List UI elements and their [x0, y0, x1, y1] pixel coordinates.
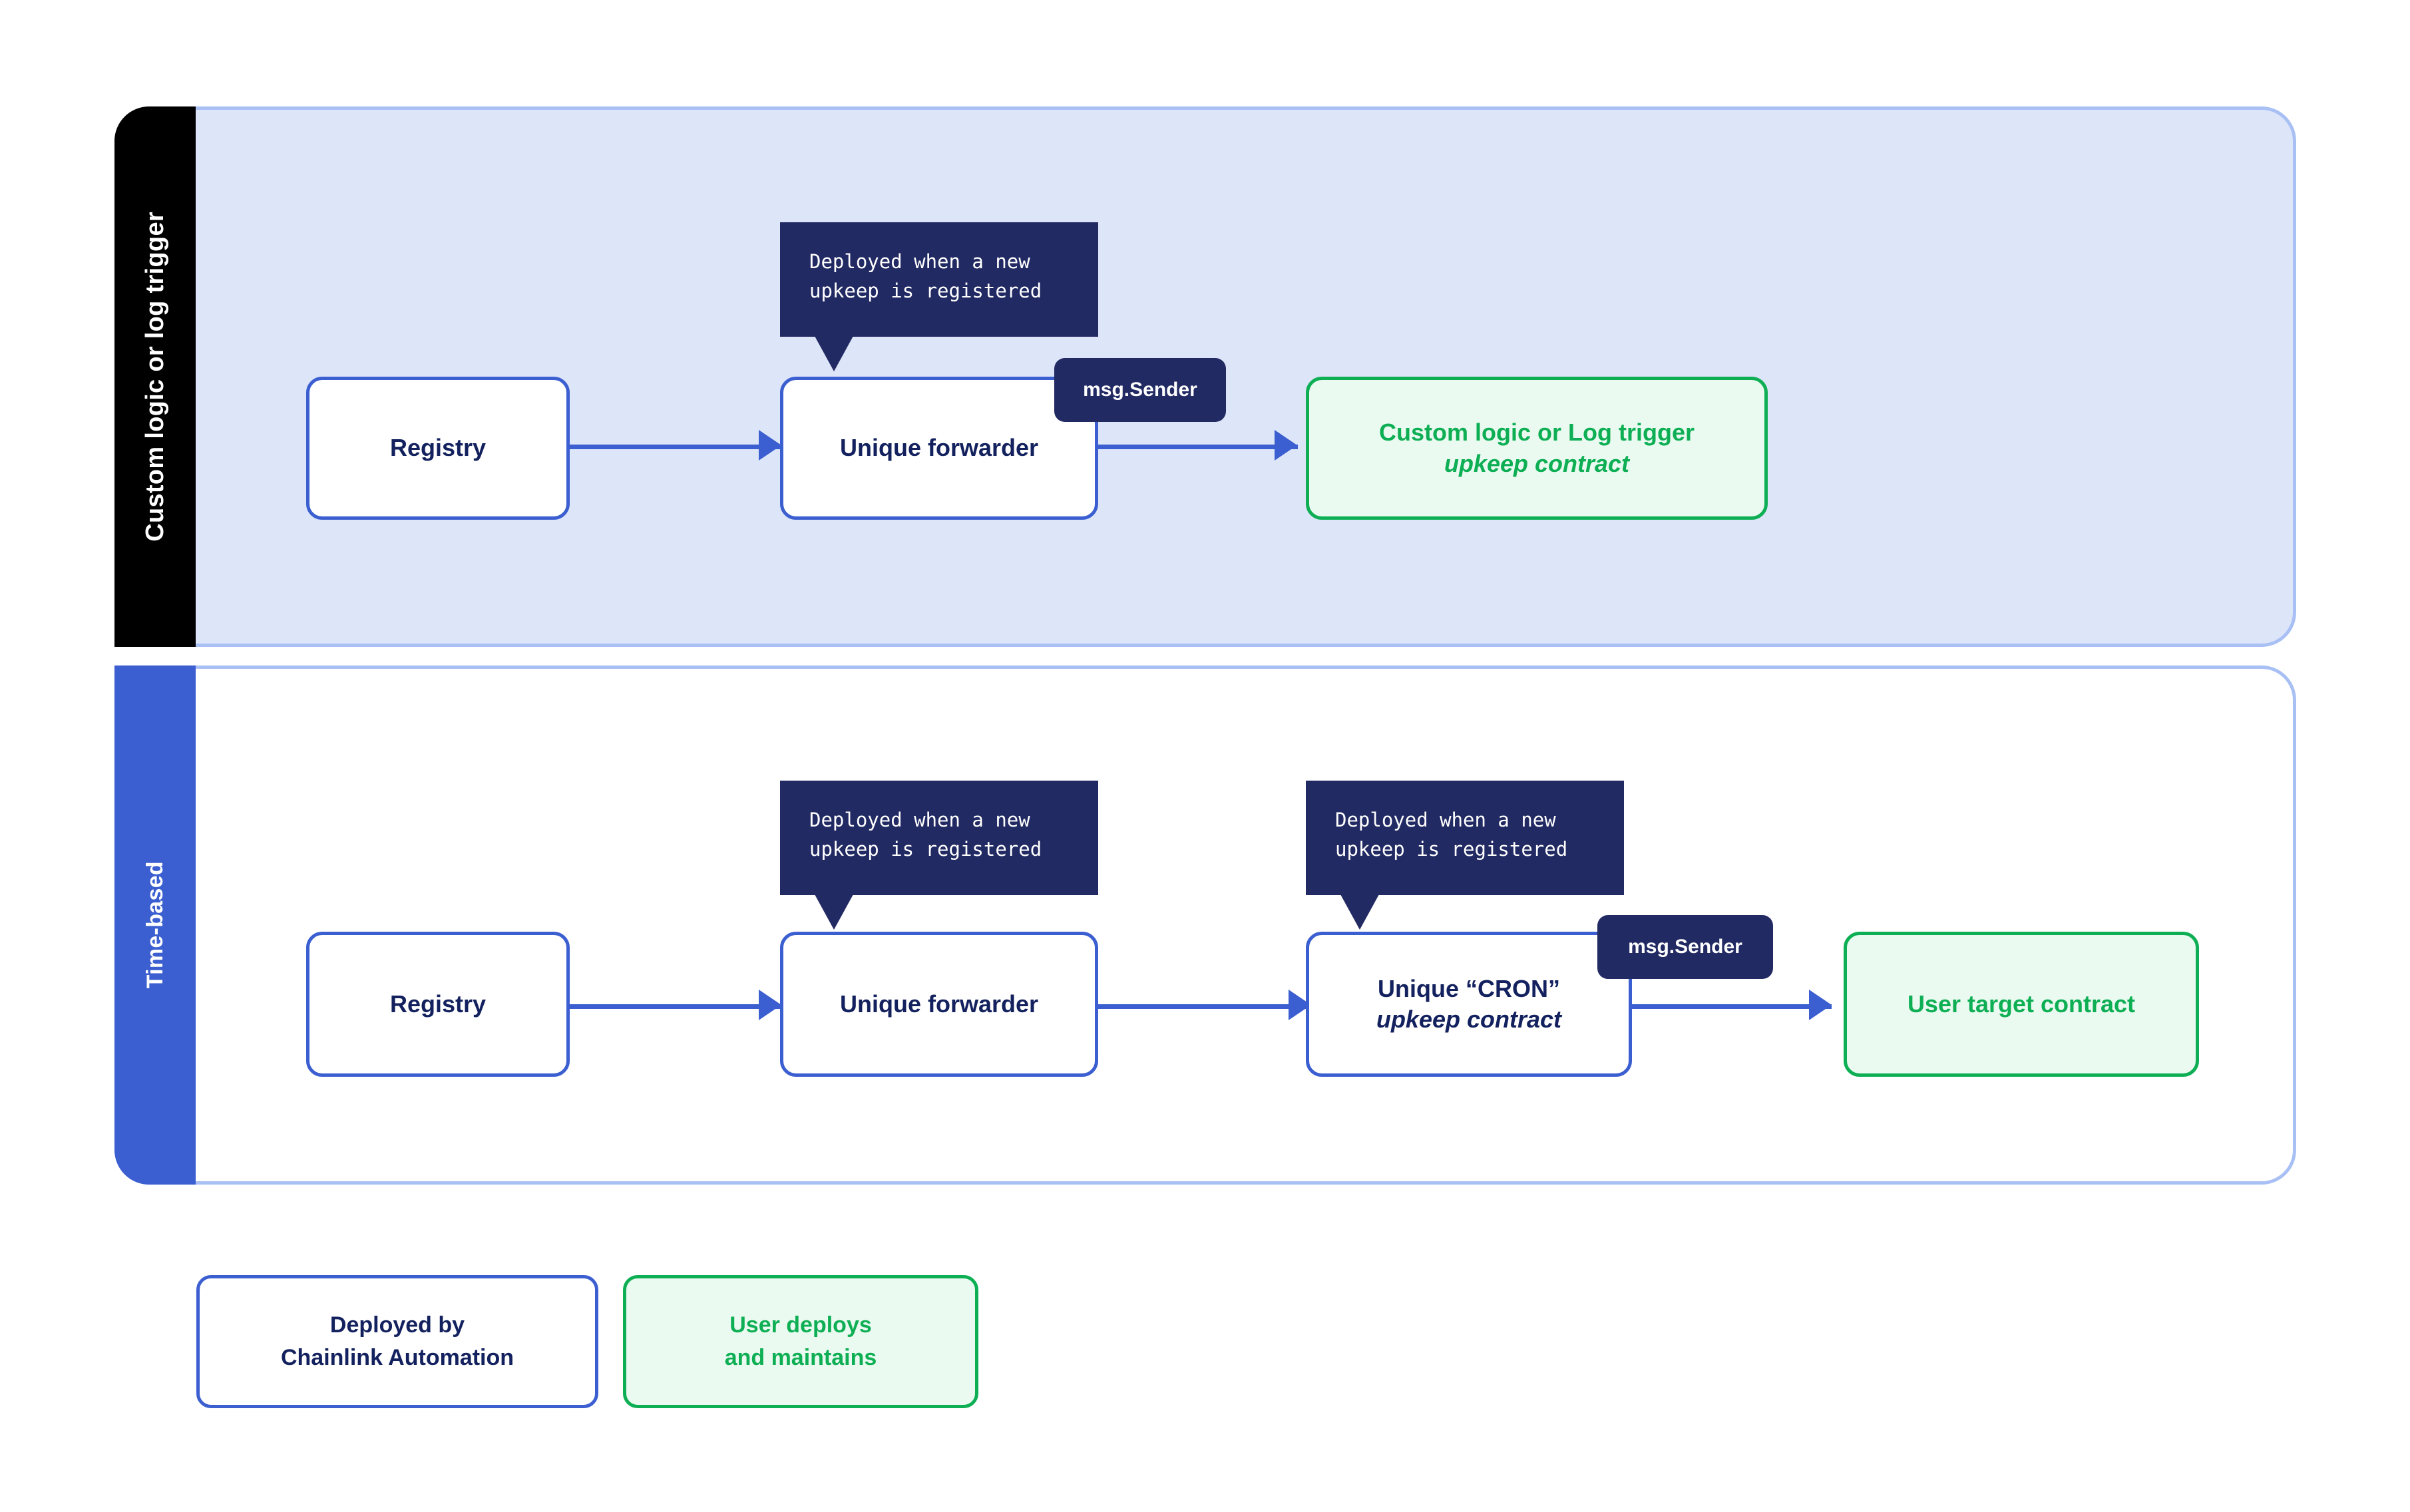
- tooltip-deployed-row1-line2: upkeep is registered: [809, 279, 1042, 302]
- legend-user-deploys-maintains-line1: User deploys: [729, 1312, 872, 1338]
- node-unique-forwarder-row1-label: Unique forwarder: [839, 434, 1039, 462]
- connector-registry-to-forwarder-row1: [569, 445, 782, 449]
- tooltip-deployed-row1: Deployed when a new upkeep is registered: [780, 222, 1098, 371]
- node-registry-row1[interactable]: Registry: [306, 377, 570, 520]
- node-registry-row2-label: Registry: [389, 990, 487, 1018]
- connector-forwarder-to-upkeep-row1: [1098, 445, 1298, 449]
- node-registry-row1-label: Registry: [389, 434, 487, 462]
- node-upkeep-contract-row1[interactable]: Custom logic or Log trigger upkeep contr…: [1306, 377, 1768, 520]
- legend-deployed-by-chainlink-line2: Chainlink Automation: [280, 1345, 514, 1370]
- arrowhead-cron-to-target-row2: [1809, 990, 1832, 1020]
- legend-user-deploys-maintains-line2: and maintains: [724, 1345, 877, 1370]
- tooltip-deployed-row1-line1: Deployed when a new: [809, 250, 1030, 273]
- connector-forwarder-to-cron-row2: [1098, 1004, 1310, 1009]
- arrowhead-forwarder-to-upkeep-row1: [1275, 430, 1297, 461]
- node-user-target-contract-row2-label: User target contract: [1907, 990, 2136, 1018]
- tooltip-deployed-row2-forwarder-line2: upkeep is registered: [809, 837, 1042, 860]
- arrowhead-registry-to-forwarder-row1: [759, 430, 781, 461]
- connector-cron-to-target-row2: [1632, 1004, 1832, 1009]
- badge-msg-sender-row1: msg.Sender: [1054, 358, 1226, 422]
- node-unique-forwarder-row2[interactable]: Unique forwarder: [780, 932, 1098, 1077]
- tooltip-deployed-row2-forwarder-line1: Deployed when a new: [809, 809, 1030, 831]
- node-upkeep-contract-row1-line1: Custom logic or Log trigger: [1379, 419, 1695, 447]
- node-unique-forwarder-row1[interactable]: Unique forwarder: [780, 377, 1098, 520]
- tooltip-deployed-row2-cron-line1: Deployed when a new: [1335, 809, 1556, 831]
- side-tab-custom-logic: Custom logic or log trigger: [114, 106, 196, 647]
- legend-deployed-by-chainlink-line1: Deployed by: [329, 1312, 465, 1338]
- side-tab-custom-logic-label: Custom logic or log trigger: [140, 212, 169, 542]
- legend-user-deploys-maintains: User deploys and maintains: [623, 1275, 978, 1408]
- tooltip-deployed-row2-cron-line2: upkeep is registered: [1335, 837, 1568, 860]
- panel-time-based: [114, 665, 2296, 1185]
- arrowhead-registry-to-forwarder-row2: [759, 990, 781, 1020]
- tooltip-deployed-row2-forwarder: Deployed when a new upkeep is registered: [780, 781, 1098, 930]
- tooltip-tail-icon: [815, 336, 853, 371]
- badge-msg-sender-row2: msg.Sender: [1597, 915, 1773, 979]
- node-cron-upkeep-contract-row2-line1: Unique “CRON”: [1378, 974, 1560, 1002]
- tooltip-tail-icon: [1340, 894, 1379, 930]
- connector-registry-to-forwarder-row2: [569, 1004, 782, 1009]
- node-cron-upkeep-contract-row2-line2: upkeep contract: [1376, 1006, 1562, 1033]
- legend-deployed-by-chainlink: Deployed by Chainlink Automation: [196, 1275, 598, 1408]
- node-cron-upkeep-contract-row2[interactable]: Unique “CRON” upkeep contract: [1306, 932, 1632, 1077]
- node-unique-forwarder-row2-label: Unique forwarder: [839, 990, 1039, 1018]
- tooltip-deployed-row2-cron: Deployed when a new upkeep is registered: [1306, 781, 1624, 930]
- side-tab-time-based: Time-based: [114, 665, 196, 1185]
- node-registry-row2[interactable]: Registry: [306, 932, 570, 1077]
- node-upkeep-contract-row1-line2: upkeep contract: [1444, 449, 1630, 477]
- node-user-target-contract-row2[interactable]: User target contract: [1844, 932, 2199, 1077]
- tooltip-tail-icon: [815, 894, 853, 930]
- side-tab-time-based-label: Time-based: [142, 861, 168, 989]
